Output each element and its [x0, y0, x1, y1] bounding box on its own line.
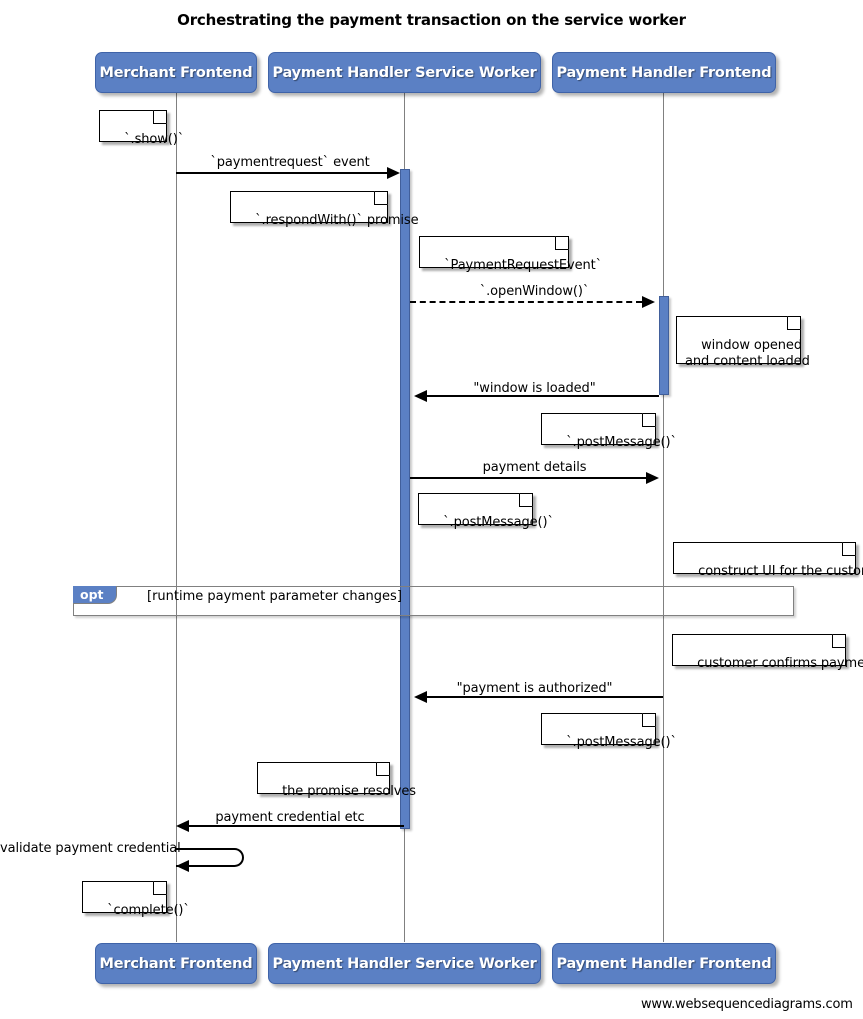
note-text: `complete()`	[107, 903, 190, 918]
message-label-validate-payment-credential: validate payment credential	[0, 841, 181, 856]
message-arrowhead-payment-is-authorized	[414, 691, 427, 703]
message-label-openwindow: `.openWindow()`	[479, 284, 590, 299]
participant-label: Payment Handler Frontend	[556, 64, 772, 81]
note-show: `.show()`	[99, 110, 184, 147]
message-label-payment-is-authorized: "payment is authorized"	[456, 681, 613, 696]
note-fold-corner-icon	[555, 236, 569, 250]
note-text: construct UI for the customer	[698, 564, 863, 579]
activation-payment-handler-frontend	[659, 296, 669, 395]
participant-payment-handler-frontend-top[interactable]: Payment Handler Frontend	[552, 52, 776, 93]
message-label-paymentrequest-event: `paymentrequest` event	[210, 155, 370, 170]
message-label-payment-details: payment details	[482, 460, 587, 475]
message-arrowhead-openwindow	[642, 296, 655, 308]
note-construct-ui: construct UI for the customer	[673, 542, 863, 579]
note-postmessage-3: `.postMessage()`	[541, 713, 677, 750]
message-arrowhead-window-is-loaded	[414, 390, 427, 402]
message-line-openwindow	[410, 301, 642, 303]
participant-merchant-frontend-top[interactable]: Merchant Frontend	[95, 52, 257, 93]
note-text: `.respondWith()` promise	[255, 213, 419, 228]
note-fold-corner-icon	[153, 110, 167, 124]
lifeline-merchant-frontend	[176, 93, 177, 942]
message-line-paymentrequest-event	[176, 172, 387, 174]
note-fold-corner-icon	[153, 881, 167, 895]
participant-label: Merchant Frontend	[99, 64, 253, 81]
note-fold-corner-icon	[787, 316, 801, 330]
opt-fragment-condition: [runtime payment parameter changes]	[147, 589, 402, 604]
note-promise-resolves: the promise resolves	[257, 762, 416, 799]
note-text: `PaymentRequestEvent`	[444, 258, 603, 273]
participant-label: Merchant Frontend	[99, 955, 253, 972]
message-arrowhead-payment-credential-etc	[176, 820, 189, 832]
note-customer-confirms: customer confirms payment	[672, 634, 863, 671]
message-label-payment-credential-etc: payment credential etc	[215, 810, 365, 825]
note-text: customer confirms payment	[697, 656, 863, 671]
participant-label: Payment Handler Frontend	[556, 955, 772, 972]
note-postmessage-1: `.postMessage()`	[541, 413, 677, 450]
message-arrowhead-validate-payment-credential	[176, 860, 189, 872]
lifeline-payment-handler-frontend	[663, 93, 664, 942]
note-fold-corner-icon	[642, 713, 656, 727]
note-fold-corner-icon	[842, 542, 856, 556]
participant-payment-handler-service-worker-top[interactable]: Payment Handler Service Worker	[268, 52, 541, 93]
participant-payment-handler-service-worker-bottom[interactable]: Payment Handler Service Worker	[268, 943, 541, 984]
participant-label: Payment Handler Service Worker	[272, 955, 537, 972]
note-text: `.show()`	[124, 132, 185, 147]
note-paymentrequestevent: `PaymentRequestEvent`	[419, 236, 602, 273]
note-text: `.postMessage()`	[566, 735, 677, 750]
opt-fragment-operator-label: opt	[80, 587, 104, 602]
note-window-opened: window opened and content loaded	[676, 316, 810, 369]
footer-credit: www.websequencediagrams.com	[641, 997, 853, 1012]
participant-merchant-frontend-bottom[interactable]: Merchant Frontend	[95, 943, 257, 984]
message-arrowhead-payment-details	[646, 472, 659, 484]
participant-label: Payment Handler Service Worker	[272, 64, 537, 81]
note-text: `.postMessage()`	[443, 515, 554, 530]
note-fold-corner-icon	[519, 493, 533, 507]
note-complete: `complete()`	[82, 881, 190, 918]
message-label-window-is-loaded: "window is loaded"	[473, 381, 596, 396]
participant-payment-handler-frontend-bottom[interactable]: Payment Handler Frontend	[552, 943, 776, 984]
activation-payment-handler-service-worker	[400, 169, 410, 829]
message-arrowhead-paymentrequest-event	[387, 167, 400, 179]
note-postmessage-2: `.postMessage()`	[418, 493, 554, 530]
opt-fragment-operator-tab: opt	[73, 586, 117, 604]
note-fold-corner-icon	[376, 762, 390, 776]
note-fold-corner-icon	[832, 634, 846, 648]
message-line-payment-credential-etc	[189, 825, 404, 827]
diagram-title: Orchestrating the payment transaction on…	[177, 11, 686, 29]
message-line-payment-is-authorized	[427, 696, 663, 698]
note-text: `.postMessage()`	[566, 435, 677, 450]
note-text: window opened and content loaded	[685, 338, 810, 369]
note-text: the promise resolves	[282, 784, 416, 799]
message-line-window-is-loaded	[427, 395, 659, 397]
message-line-payment-details	[410, 477, 646, 479]
note-fold-corner-icon	[374, 191, 388, 205]
note-fold-corner-icon	[642, 413, 656, 427]
message-self-loop-validate-payment-credential	[176, 848, 244, 867]
note-respondwith-promise: `.respondWith()` promise	[230, 191, 419, 228]
